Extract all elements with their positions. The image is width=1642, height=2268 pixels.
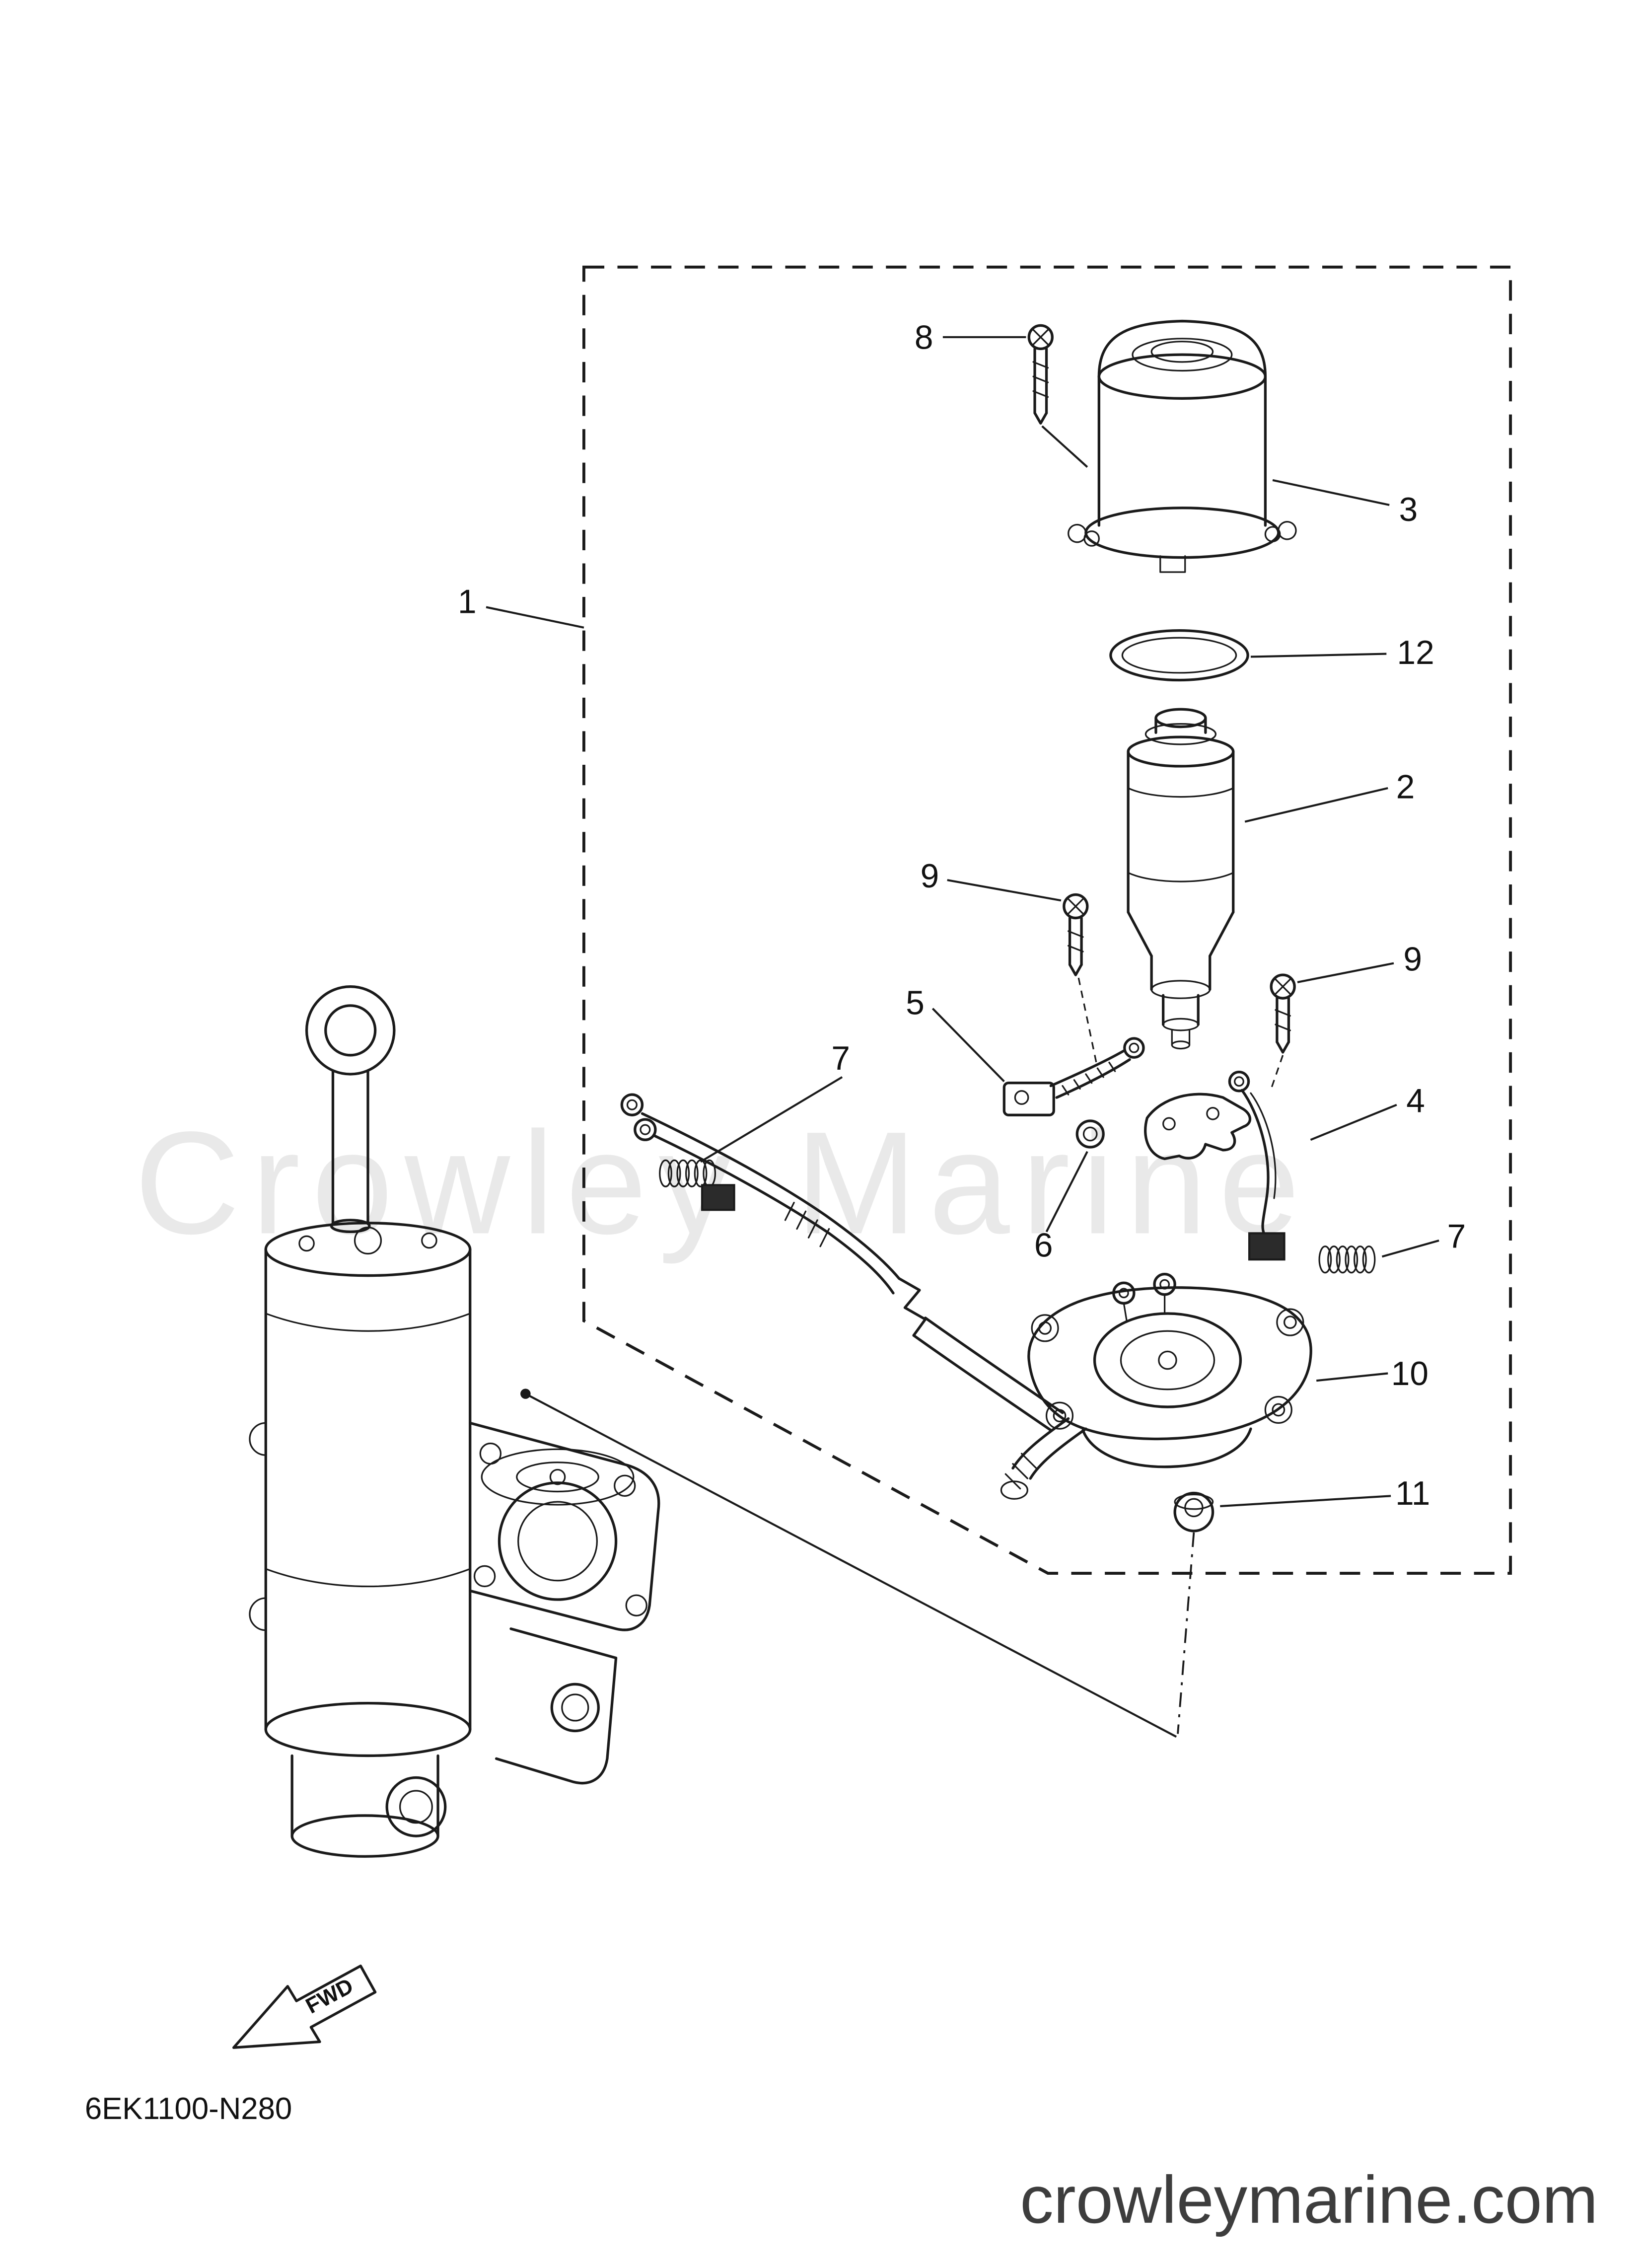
callout-1: 1 — [458, 583, 477, 620]
spring-7-left — [659, 1159, 716, 1187]
callout-8: 8 — [915, 319, 933, 356]
fwd-label: FWD — [302, 1974, 357, 2018]
callout-6: 6 — [1034, 1227, 1053, 1264]
fwd-arrow: FWD — [232, 1965, 377, 2049]
diagram-code: 6EK1100-N280 — [85, 2092, 292, 2126]
callout-5: 5 — [906, 985, 925, 1022]
screw-9-right — [1270, 973, 1296, 1089]
grommet-11 — [1173, 1491, 1214, 1533]
pointer-line — [520, 1389, 1195, 1738]
callout-9-right: 9 — [1403, 941, 1422, 978]
watermark-text: Crowley Marine — [135, 1101, 1312, 1265]
spring-7-right — [1318, 1245, 1376, 1274]
callout-9-left: 9 — [921, 858, 939, 895]
exploded-view-boundary — [582, 265, 1512, 1575]
callout-10: 10 — [1391, 1355, 1428, 1392]
brush-plate — [1144, 1093, 1252, 1161]
lead-wire-4 — [1228, 1070, 1277, 1235]
pump-base-10 — [1000, 1272, 1312, 1500]
callout-2: 2 — [1396, 769, 1415, 806]
brush-holder-5 — [1002, 1037, 1145, 1116]
callout-11: 11 — [1395, 1475, 1430, 1512]
motor-3 — [1068, 319, 1297, 573]
callout-4: 4 — [1406, 1082, 1425, 1119]
callout-3: 3 — [1399, 491, 1418, 528]
screw-8 — [1027, 324, 1088, 468]
o-ring-12 — [1109, 629, 1249, 682]
reservoir-2 — [1127, 708, 1235, 1050]
washer-6 — [1075, 1119, 1105, 1149]
footer-site: crowleymarine.com — [1020, 2162, 1598, 2237]
brush-left — [701, 1184, 735, 1211]
callouts: 1 8 3 12 2 9 9 5 7 6 4 7 10 11 — [458, 319, 1466, 1512]
callout-12: 12 — [1397, 634, 1434, 671]
tilt-cylinder-unit — [249, 985, 660, 1858]
callout-7-right: 7 — [1447, 1218, 1466, 1255]
brush-right — [1248, 1232, 1285, 1261]
callout-7-left: 7 — [831, 1040, 850, 1077]
screw-9-left — [1063, 893, 1098, 1069]
